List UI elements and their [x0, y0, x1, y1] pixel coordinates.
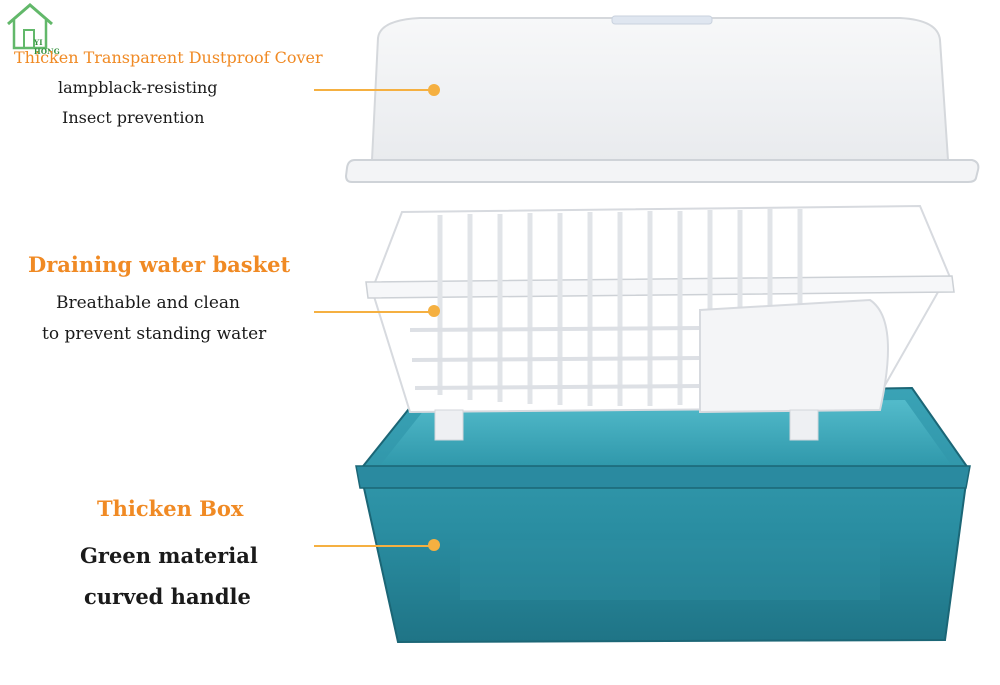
logo-text: YI HONG — [34, 38, 60, 56]
basket-title: Draining water basket — [28, 252, 291, 277]
basket-feature-1: Breathable and clean — [56, 293, 240, 313]
box-feature-1: Green material — [80, 543, 258, 568]
dustproof-cover — [344, 15, 980, 183]
box-feature-2: curved handle — [84, 584, 251, 609]
house-logo-icon — [7, 3, 53, 50]
box-title: Thicken Box — [97, 496, 244, 521]
basket-leader-line — [314, 311, 434, 313]
cover-leader-dot — [428, 84, 440, 96]
cover-leader-line — [314, 89, 434, 91]
cover-feature-1: lampblack-resisting — [58, 78, 218, 97]
box-leader-line — [314, 545, 434, 547]
cover-title: Thicken Transparent Dustproof Cover — [14, 48, 323, 67]
basket-leader-dot — [428, 305, 440, 317]
thicken-box — [355, 386, 971, 644]
brand-logo: YI HONG — [4, 2, 60, 56]
draining-basket — [365, 204, 955, 441]
cover-feature-2: Insect prevention — [62, 108, 205, 127]
basket-feature-2: to prevent standing water — [42, 324, 267, 344]
box-leader-dot — [428, 539, 440, 551]
